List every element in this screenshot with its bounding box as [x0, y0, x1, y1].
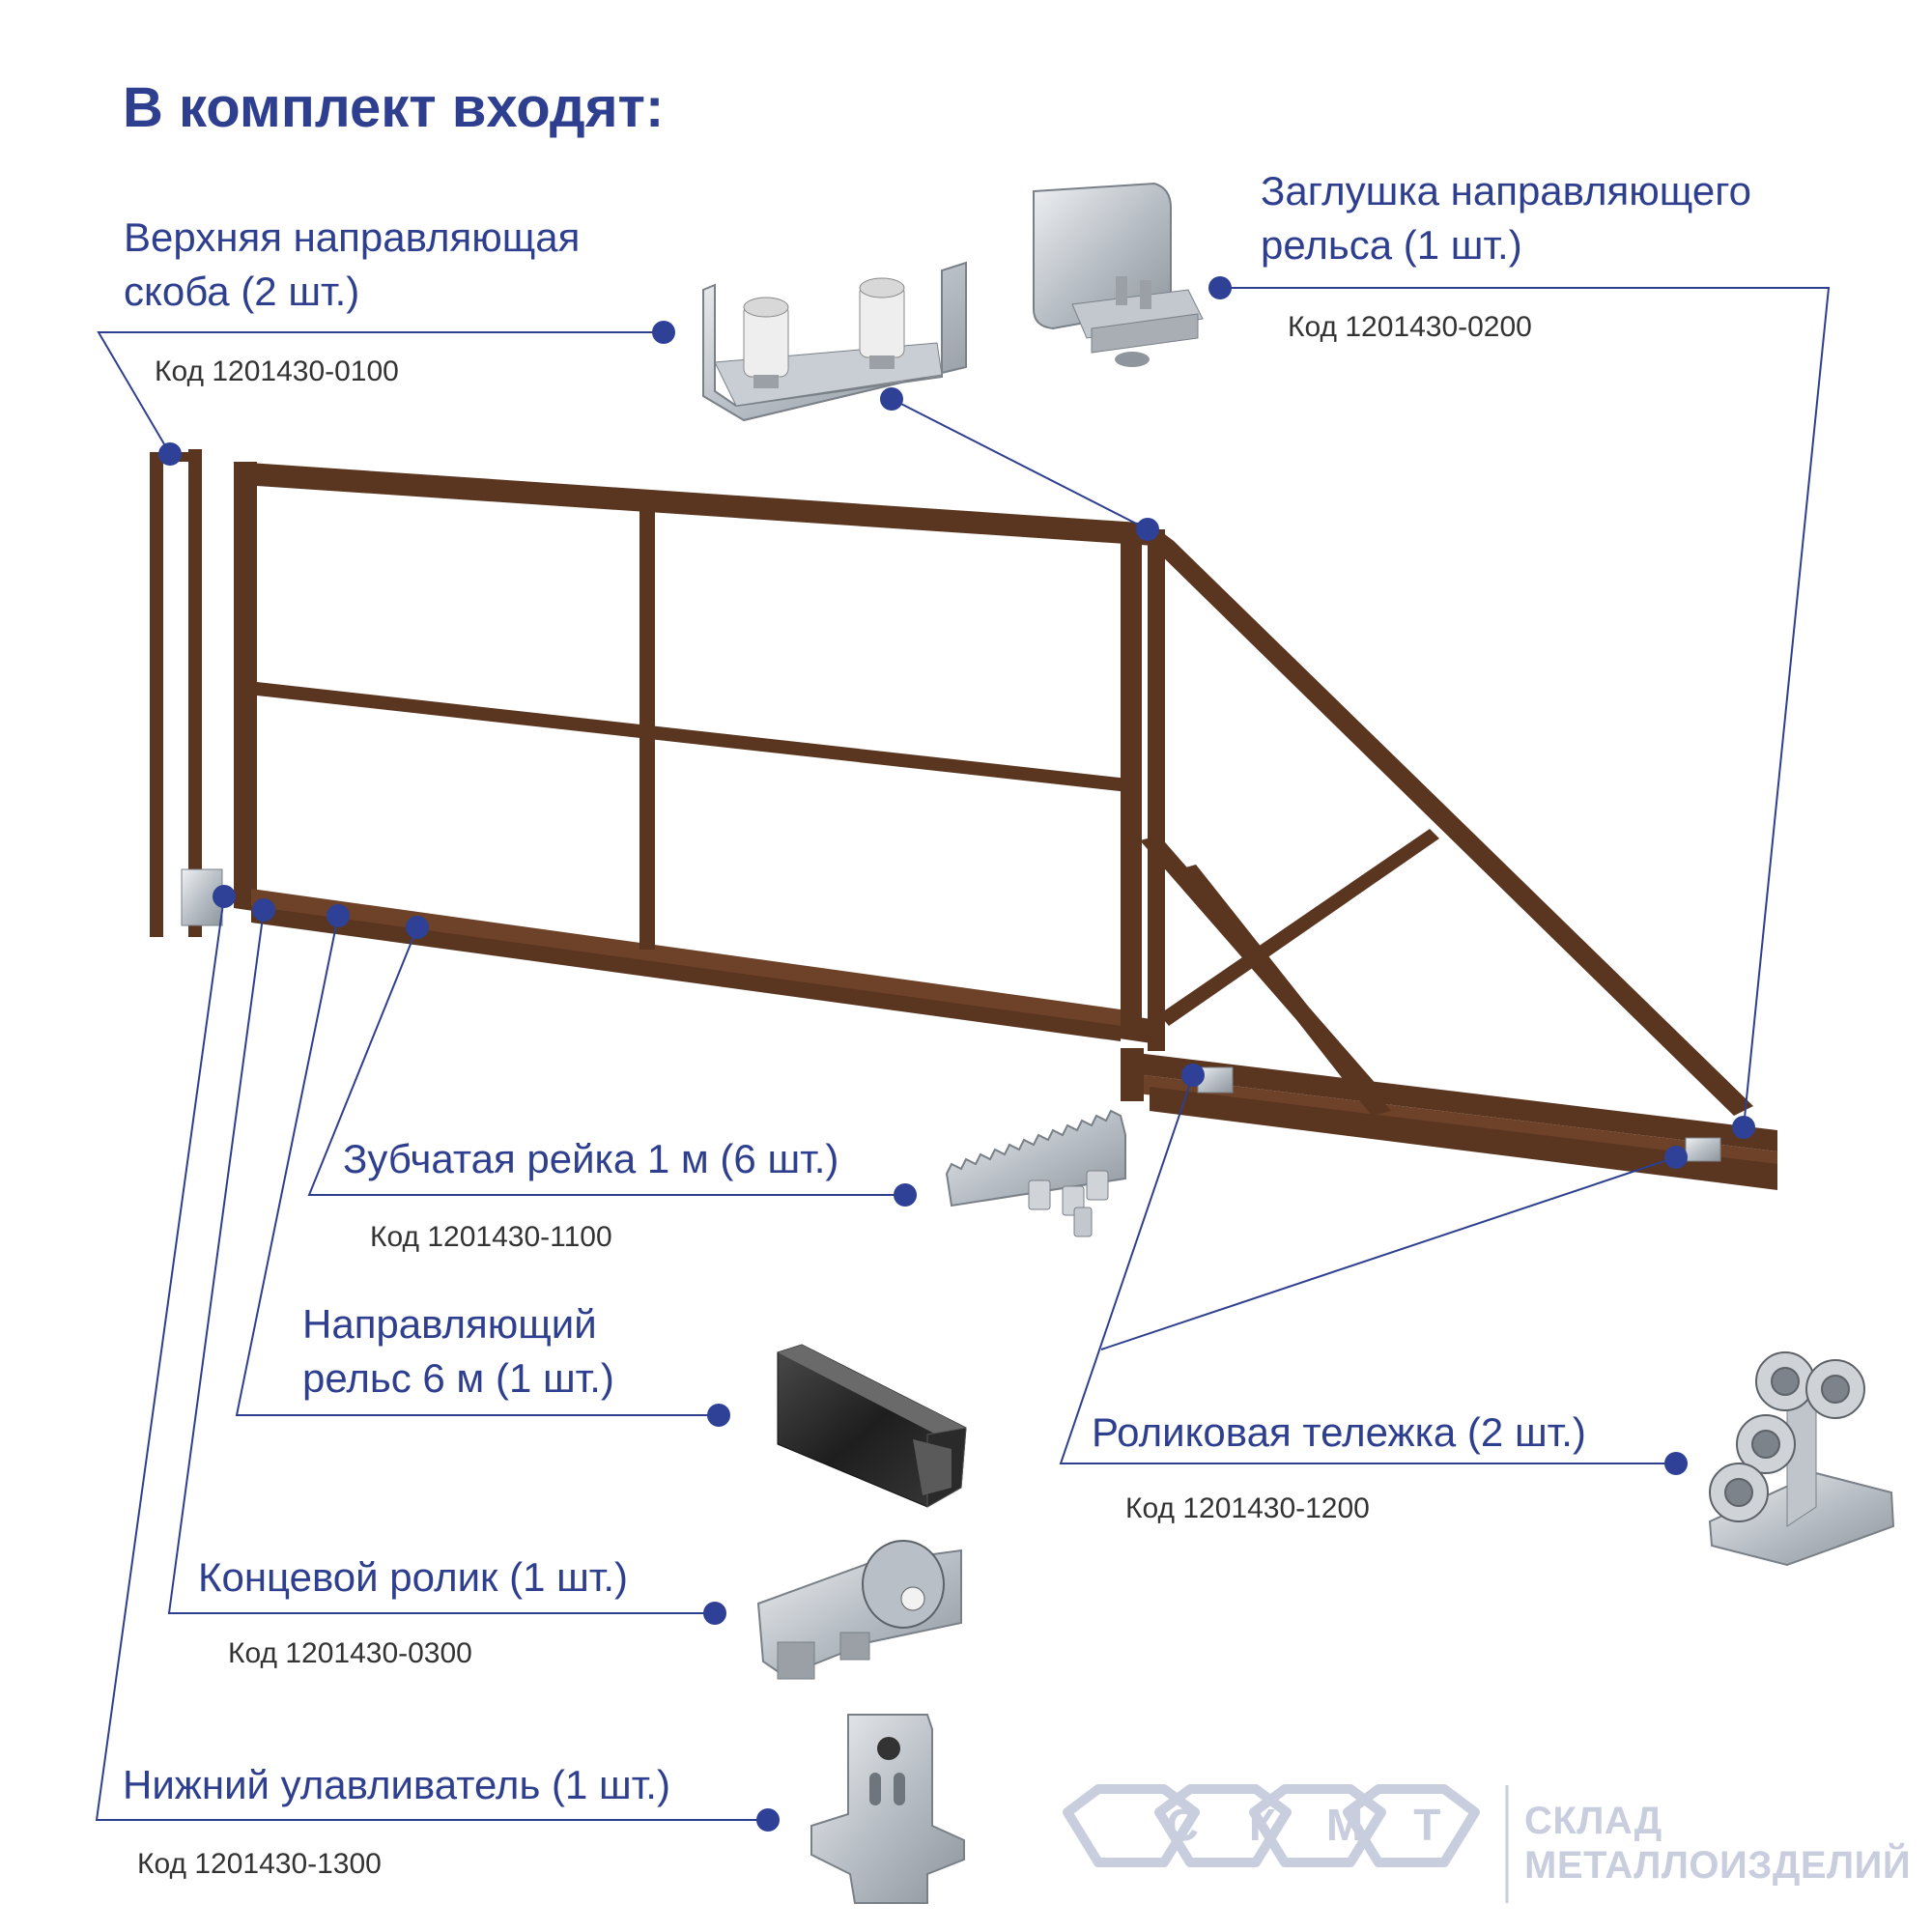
logo-line2: МЕТАЛЛОИЗДЕЛИЙ	[1524, 1844, 1912, 1887]
guide-rail-label-line1: Направляющий	[302, 1301, 597, 1347]
dot-carriage-gate2	[1664, 1146, 1688, 1169]
lower-catcher-picture	[810, 1714, 965, 1904]
dot-cap-gate	[1732, 1116, 1755, 1139]
dot-rack-gate	[406, 916, 429, 939]
dot-carriage-label	[1664, 1452, 1688, 1475]
upper-bracket-label-line2: скоба (2 шт.)	[124, 269, 360, 314]
end-roller-picture	[756, 1540, 962, 1680]
upper-bracket-picture	[702, 261, 967, 422]
end-roller-label: Концевой ролик (1 шт.)	[198, 1554, 629, 1600]
end-roller-code: Код 1201430-0300	[228, 1637, 472, 1669]
logo-mark-text: СКМТ	[1166, 1800, 1492, 1850]
gate-frame	[150, 449, 1777, 1190]
logo-line1: СКЛАД	[1524, 1800, 1662, 1842]
dot-rail-gate	[327, 904, 350, 927]
dot-rack-label	[894, 1183, 917, 1207]
leader-lines	[95, 287, 1831, 1821]
page-title: В комплект входят:	[123, 76, 665, 139]
dot-rail-label	[707, 1404, 730, 1427]
dot-bracket-label	[652, 321, 675, 344]
dot-endroller-gate	[252, 898, 275, 922]
gear-rack-code: Код 1201430-1100	[370, 1221, 612, 1253]
guide-rail-label-line2: рельс 6 м (1 шт.)	[302, 1355, 614, 1401]
marker-dots	[158, 276, 1755, 1832]
roller-carriage-picture	[1708, 1351, 1895, 1567]
gear-rack-picture	[945, 1109, 1126, 1237]
logo-wordmark: СКЛАД МЕТАЛЛОИЗДЕЛИЙ	[1524, 1799, 1911, 1888]
lower-catcher-label: Нижний улавливатель (1 шт.)	[123, 1762, 670, 1807]
rail-cap-picture	[1033, 182, 1204, 367]
guide-rail-picture	[777, 1344, 967, 1508]
rail-cap-label-line2: рельса (1 шт.)	[1261, 222, 1522, 268]
upper-bracket-label-line1: Верхняя направляющая	[124, 214, 581, 260]
dot-carriage-gate1	[1181, 1064, 1205, 1087]
roller-carriage-code: Код 1201430-1200	[1125, 1492, 1370, 1524]
logo-mark: СКМТ	[1067, 1799, 1534, 1857]
gear-rack-label: Зубчатая рейка 1 м (6 шт.)	[343, 1136, 839, 1181]
dot-bracket-gate	[1136, 518, 1159, 541]
dot-catcher-label	[756, 1808, 780, 1832]
roller-carriage-label: Роликовая тележка (2 шт.)	[1092, 1409, 1586, 1455]
rail-cap-label-line1: Заглушка направляющего	[1261, 168, 1751, 213]
upper-bracket-code: Код 1201430-0100	[155, 355, 399, 387]
dot-post-top	[158, 442, 182, 466]
dot-cap-label	[1208, 276, 1232, 299]
company-logo	[1063, 1784, 1509, 1903]
dot-endroller-label	[703, 1602, 726, 1625]
dot-catcher-gate	[213, 885, 236, 908]
rail-cap-code: Код 1201430-0200	[1288, 311, 1532, 343]
dot-bracket-image	[880, 387, 903, 411]
lower-catcher-code: Код 1201430-1300	[137, 1848, 382, 1880]
